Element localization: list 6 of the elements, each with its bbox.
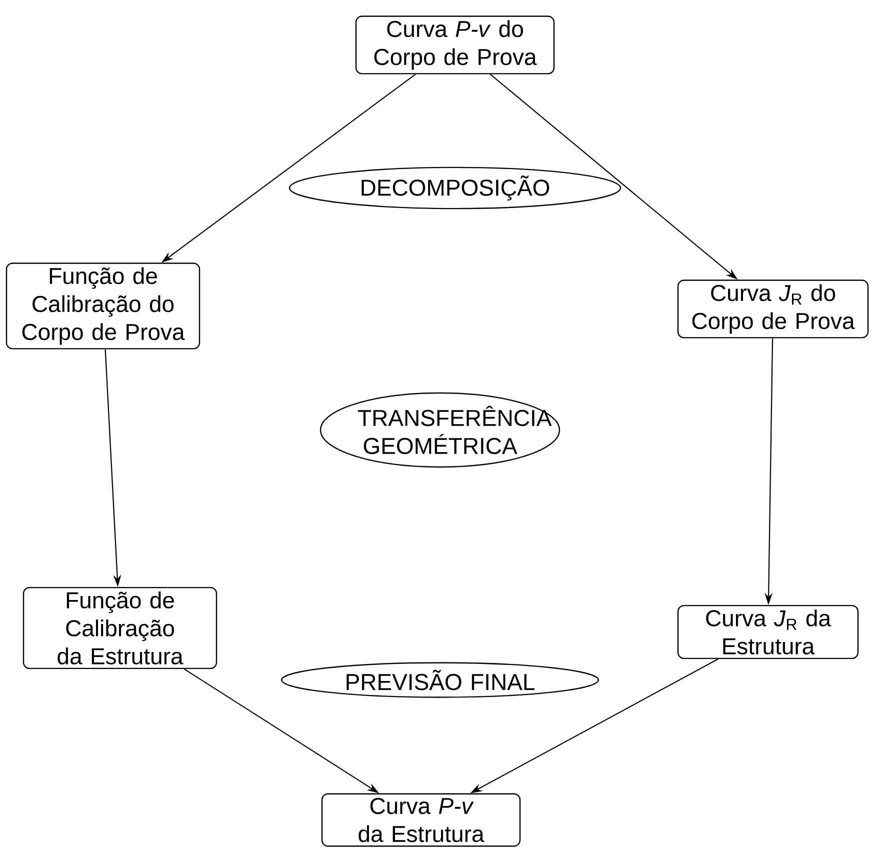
process-box: Função de Calibração do Corpo de Prova [6, 262, 200, 350]
process-box: Curva P-v da Estrutura [321, 793, 521, 847]
process-box: Função de Calibração da Estrutura [22, 586, 218, 670]
process-box: Curva J$_{R}$ do Corpo de Prova [677, 280, 869, 338]
process-box: Curva P-v do Corpo de Prova [355, 16, 555, 74]
process-box: Curva J$_{R}$ da Estrutura [677, 604, 859, 660]
